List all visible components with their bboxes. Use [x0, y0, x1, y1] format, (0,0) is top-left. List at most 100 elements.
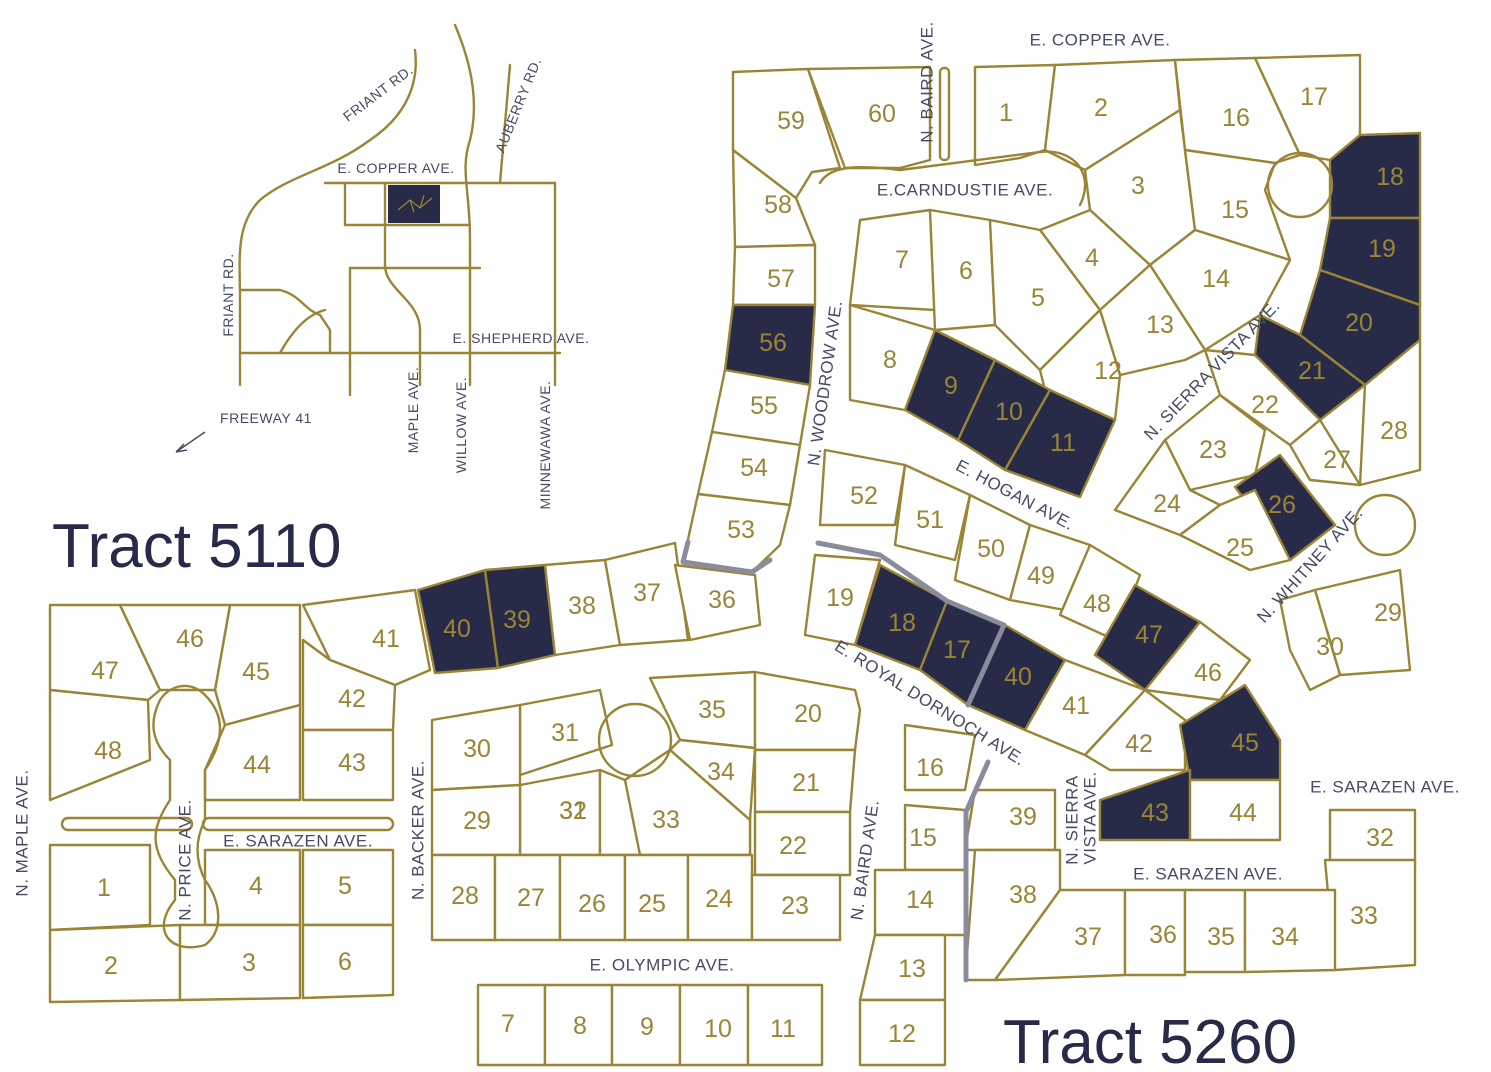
lot-36[interactable]: 36	[673, 563, 762, 642]
lot-parcel[interactable]	[806, 65, 932, 170]
lot-parcel[interactable]	[973, 63, 1057, 167]
lot-15[interactable]: 15	[903, 803, 967, 872]
lot-26[interactable]: 26	[558, 853, 627, 942]
lot-43[interactable]: 43	[301, 728, 395, 802]
lot-46[interactable]: 46	[1143, 620, 1252, 702]
lot-parcel[interactable]	[1148, 228, 1292, 352]
lot-35[interactable]: 35	[648, 670, 757, 750]
lot-54[interactable]: 54	[696, 430, 802, 507]
lot-6[interactable]: 6	[928, 208, 997, 332]
lot-parcel[interactable]	[893, 463, 972, 562]
lot-13[interactable]: 13	[858, 933, 947, 1002]
lot-47-sold[interactable]: 47	[1093, 583, 1202, 692]
lot-6[interactable]: 6	[301, 923, 395, 1000]
lot-39[interactable]: 39	[963, 788, 1057, 852]
lot-21[interactable]: 21	[753, 748, 857, 814]
lot-60[interactable]: 60	[806, 65, 932, 170]
lot-parcel[interactable]	[1278, 588, 1342, 692]
lot-56-sold[interactable]: 56	[723, 303, 817, 387]
lot-parcel[interactable]	[1178, 683, 1282, 782]
lot-27[interactable]: 27	[1288, 418, 1362, 487]
lot-parcel[interactable]	[623, 748, 752, 857]
lot-39-sold[interactable]: 39	[483, 563, 557, 670]
lot-parcel[interactable]	[1358, 338, 1422, 487]
lot-30[interactable]: 30	[1278, 588, 1344, 692]
lot-32[interactable]: 32	[1328, 808, 1417, 867]
lot-57[interactable]: 57	[731, 243, 817, 307]
lot-31[interactable]: 31	[518, 688, 614, 777]
lot-parcel[interactable]	[1098, 263, 1207, 377]
lot-5[interactable]: 5	[301, 848, 395, 927]
lot-24[interactable]: 24	[686, 853, 754, 942]
lot-parcel[interactable]	[753, 670, 862, 752]
lot-27[interactable]: 27	[493, 853, 562, 942]
lot-33[interactable]: 33	[623, 748, 752, 857]
lot-33[interactable]: 33	[1323, 858, 1417, 972]
lot-1[interactable]: 1	[48, 843, 152, 932]
lot-22[interactable]: 22	[753, 810, 852, 877]
lot-parcel[interactable]	[753, 810, 852, 877]
lot-12[interactable]: 12	[1038, 308, 1122, 422]
lot-parcel[interactable]	[858, 998, 947, 1067]
lot-11[interactable]: 11	[746, 983, 824, 1067]
lot-parcel[interactable]	[603, 541, 690, 647]
lot-parcel[interactable]	[1253, 313, 1367, 422]
lot-53[interactable]: 53	[681, 492, 792, 574]
lot-35[interactable]: 35	[1183, 888, 1247, 974]
lot-47[interactable]: 47	[48, 603, 162, 702]
lot-42[interactable]: 42	[301, 638, 397, 732]
lot-45-sold[interactable]: 45	[1178, 683, 1282, 782]
lot-44[interactable]: 44	[203, 703, 302, 802]
lot-23[interactable]: 23	[750, 873, 842, 942]
lot-parcel[interactable]	[673, 563, 762, 642]
lot-parcel[interactable]	[1183, 148, 1292, 262]
lot-37[interactable]: 37	[603, 541, 690, 647]
lot-7[interactable]: 7	[848, 208, 937, 312]
lot-36[interactable]: 36	[1123, 888, 1187, 977]
lot-20[interactable]: 20	[753, 670, 862, 752]
lot-19-sold[interactable]: 19	[1318, 216, 1422, 307]
lot-parcel[interactable]	[48, 603, 162, 702]
lot-12[interactable]: 12	[858, 998, 947, 1067]
lot-30[interactable]: 30	[430, 703, 522, 792]
lot-parcel[interactable]	[1188, 778, 1282, 842]
lot-3[interactable]: 3	[178, 923, 302, 1002]
lot-21-sold[interactable]: 21	[1253, 313, 1367, 422]
lot-8[interactable]: 8	[543, 983, 614, 1067]
lot-51[interactable]: 51	[893, 463, 972, 562]
lot-16[interactable]: 16	[903, 723, 977, 792]
lot-25[interactable]: 25	[1178, 488, 1292, 572]
lot-28[interactable]: 28	[430, 853, 497, 942]
lot-15[interactable]: 15	[1183, 148, 1292, 262]
lot-43-sold[interactable]: 43	[1098, 768, 1192, 842]
lot-4[interactable]: 4	[203, 848, 302, 927]
lot-1[interactable]: 1	[973, 63, 1057, 167]
lot-parcel[interactable]	[301, 923, 395, 1000]
lot-13[interactable]: 13	[1098, 263, 1207, 377]
lot-25[interactable]: 25	[623, 853, 690, 942]
lot-59[interactable]: 59	[731, 67, 842, 200]
lot-parcel[interactable]	[746, 983, 824, 1067]
lot-parcel[interactable]	[818, 448, 907, 527]
lot-parcel[interactable]	[1178, 488, 1292, 572]
lot-2[interactable]: 2	[48, 923, 182, 1004]
lot-11-sold[interactable]: 11	[1003, 388, 1117, 499]
lot-34[interactable]: 34	[668, 738, 757, 822]
lot-29[interactable]: 29	[430, 783, 522, 857]
lot-parcel[interactable]	[1243, 888, 1337, 974]
lot-9[interactable]: 9	[610, 983, 682, 1067]
lot-44[interactable]: 44	[1188, 778, 1282, 842]
lot-34[interactable]: 34	[1243, 888, 1337, 974]
lot-parcel[interactable]	[301, 638, 397, 732]
lot-52[interactable]: 52	[818, 448, 907, 527]
lot-14[interactable]: 14	[873, 868, 967, 937]
lot-7[interactable]: 7	[476, 983, 547, 1067]
lot-41[interactable]: 41	[1023, 658, 1147, 757]
lot-28[interactable]: 28	[1358, 338, 1422, 487]
lot-parcel[interactable]	[118, 603, 232, 692]
lot-18-sold[interactable]: 18	[853, 563, 949, 672]
lot-14[interactable]: 14	[1148, 228, 1292, 352]
lot-48[interactable]: 48	[48, 688, 152, 802]
lot-55[interactable]: 55	[710, 368, 812, 447]
lot-parcel[interactable]	[848, 208, 937, 312]
